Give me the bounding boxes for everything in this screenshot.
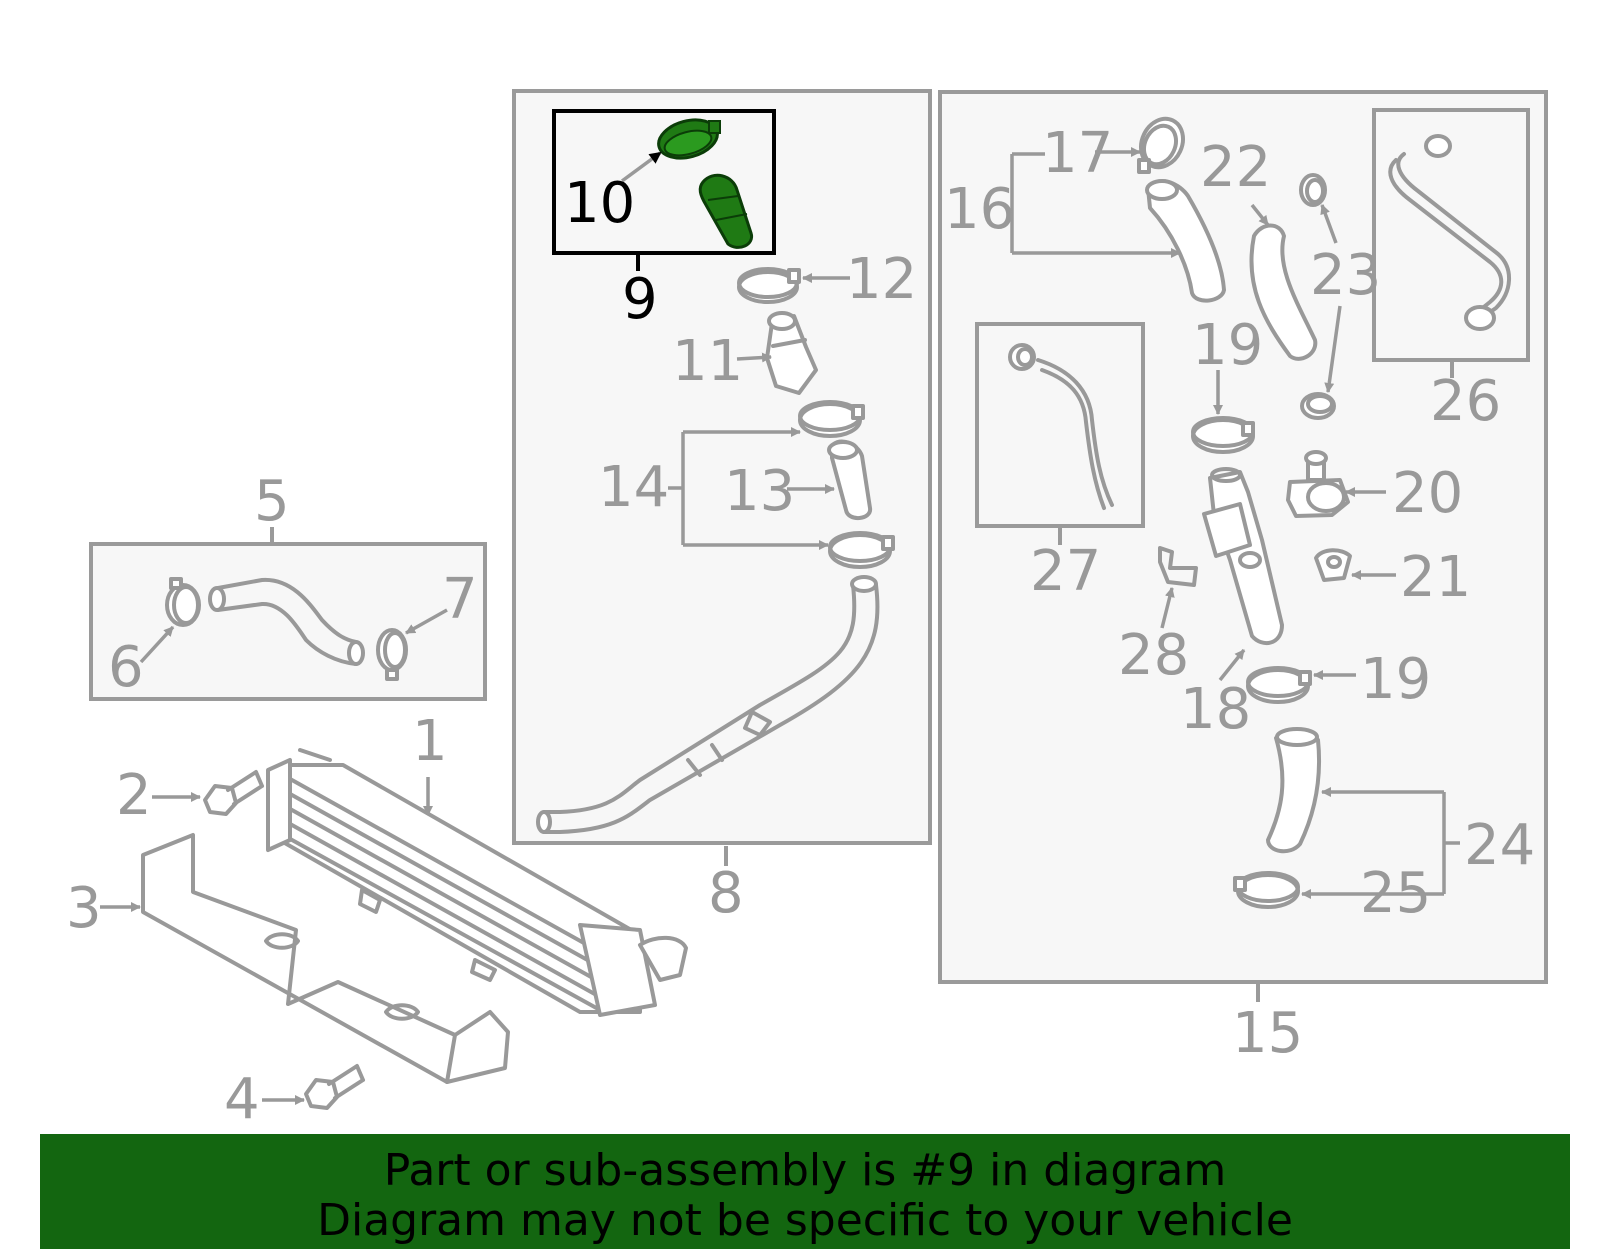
label-19-upper: 19 [1192,313,1263,378]
label-19-lower: 19 [1360,647,1431,712]
part-17-clamp[interactable] [1133,112,1190,174]
part-25-clamp[interactable] [1233,871,1300,909]
part-3-air-guide[interactable] [141,833,510,1084]
label-15: 15 [1232,1001,1303,1066]
part-4-bolt[interactable] [304,1064,365,1110]
part-27-hose[interactable] [1008,343,1114,510]
part-24-hose[interactable] [1266,727,1322,854]
label-13: 13 [724,459,795,524]
label-24: 24 [1464,813,1535,878]
label-5: 5 [254,469,290,534]
part-28-bracket[interactable] [1158,546,1198,587]
group-box-27 [975,322,1145,528]
info-banner: Part or sub-assembly is #9 in diagram Di… [40,1134,1570,1249]
part-21-gasket[interactable] [1314,548,1352,582]
label-25: 25 [1360,861,1431,926]
part-14-clamp-lower[interactable] [828,531,895,569]
label-26: 26 [1430,369,1501,434]
label-3: 3 [66,876,102,941]
part-12-clamp[interactable] [737,267,801,304]
label-21: 21 [1400,545,1471,610]
label-6: 6 [108,635,144,700]
label-9: 9 [622,267,658,332]
label-20: 20 [1392,461,1463,526]
label-14: 14 [598,455,669,520]
label-16: 16 [944,177,1015,242]
label-18: 18 [1180,677,1251,742]
part-14-clamp-upper[interactable] [798,400,865,438]
part-13-hose[interactable] [827,439,872,520]
part-23-clamp-upper[interactable] [1299,173,1327,207]
label-8: 8 [708,861,744,926]
part-9-hose-icon [698,173,754,249]
label-2: 2 [116,763,152,828]
label-12: 12 [846,247,917,312]
part-9-hose-assembly[interactable] [654,114,754,249]
banner-line-2: Diagram may not be specific to your vehi… [317,1195,1293,1246]
label-11: 11 [672,329,743,394]
part-26-hose[interactable] [1388,134,1512,331]
part-8-intercooler-pipe[interactable] [536,575,880,834]
label-22: 22 [1200,135,1271,200]
label-23: 23 [1310,243,1381,308]
part-2-bolt[interactable] [203,770,264,816]
part-11-connector[interactable] [765,311,818,395]
part-19-clamp-upper[interactable] [1191,416,1255,454]
part-6-clamp[interactable] [165,577,201,627]
label-1: 1 [412,709,448,774]
label-4: 4 [224,1067,260,1132]
banner-line-1: Part or sub-assembly is #9 in diagram [383,1145,1227,1196]
part-23-clamp-lower[interactable] [1300,392,1336,420]
label-27: 27 [1030,539,1101,604]
group-box-26 [1372,108,1530,362]
label-17: 17 [1042,121,1113,186]
label-10: 10 [564,171,635,236]
part-7-clamp[interactable] [376,628,408,681]
part-22-hose[interactable] [1249,223,1318,361]
part-20-valve[interactable] [1286,450,1350,518]
part-18-pipe[interactable] [1202,467,1284,646]
part-19-clamp-lower[interactable] [1246,666,1312,704]
part-1-intercooler[interactable] [266,748,688,1017]
part-5-hose[interactable] [208,577,365,666]
label-7: 7 [442,567,478,632]
label-28: 28 [1118,623,1189,688]
group-box-5 [89,542,487,701]
